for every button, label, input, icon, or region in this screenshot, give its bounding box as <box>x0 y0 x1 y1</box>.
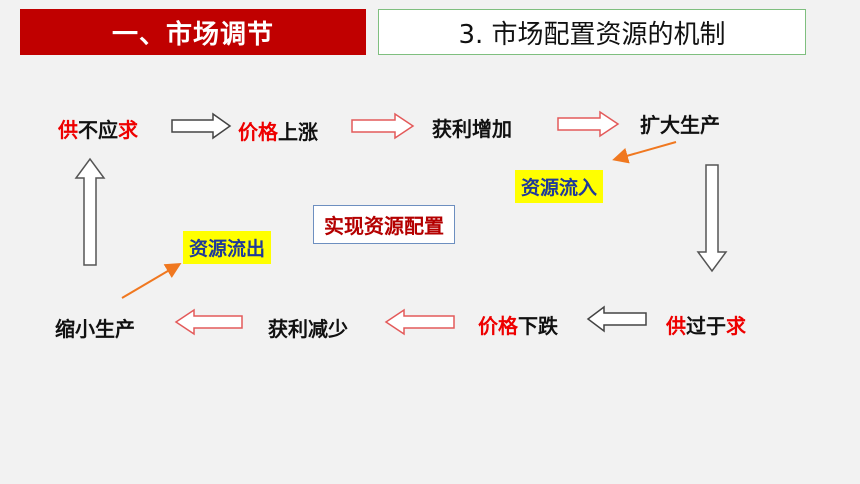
arrow-right-1 <box>171 112 232 140</box>
arrow-down <box>696 164 728 273</box>
arrow-inflow-pointer <box>612 141 677 164</box>
node-supply-short: 供不应求 <box>58 114 138 143</box>
node-supply-short-part2: 不应 <box>78 118 118 142</box>
tag-resource-outflow: 资源流出 <box>183 231 272 264</box>
node-price-up-part2: 上涨 <box>278 120 318 144</box>
arrow-right-3 <box>557 110 620 138</box>
node-profit-up: 获利增加 <box>432 117 512 141</box>
arrow-right-2 <box>351 112 415 140</box>
node-supply-surplus-part3: 求 <box>726 314 746 338</box>
section-title: 一、市场调节 <box>20 9 366 55</box>
arrow-left-1 <box>586 305 647 333</box>
arrow-outflow-pointer <box>121 262 182 299</box>
node-price-down: 价格下跌 <box>478 310 558 339</box>
node-price-down-part2: 下跌 <box>518 314 558 338</box>
node-profit-down: 获利减少 <box>268 317 348 341</box>
slide-subtitle: 3. 市场配置资源的机制 <box>378 9 806 55</box>
node-supply-short-part1: 供 <box>58 118 78 142</box>
arrow-up <box>74 157 106 266</box>
tag-resource-inflow: 资源流入 <box>515 170 604 203</box>
node-price-up: 价格上涨 <box>238 116 318 145</box>
arrow-left-3 <box>174 308 243 336</box>
node-price-up-part1: 价格 <box>238 120 278 144</box>
node-supply-surplus-part1: 供 <box>666 314 686 338</box>
node-price-down-part1: 价格 <box>478 314 518 338</box>
arrow-left-2 <box>384 308 455 336</box>
node-shrink-production: 缩小生产 <box>55 317 135 341</box>
tag-resource-allocation: 实现资源配置 <box>313 205 455 244</box>
node-expand-production: 扩大生产 <box>640 113 720 137</box>
node-supply-surplus-part2: 过于 <box>686 314 726 338</box>
node-supply-short-part3: 求 <box>118 118 138 142</box>
node-supply-surplus: 供过于求 <box>666 310 746 339</box>
